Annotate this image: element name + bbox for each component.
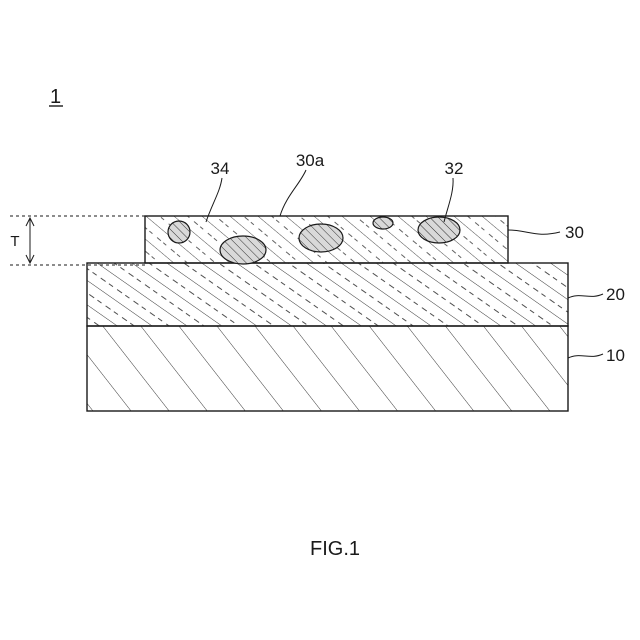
- label-30a: 30a: [296, 151, 325, 170]
- layer-20: [87, 263, 568, 326]
- particle: [418, 217, 460, 243]
- figure-ref-number: 1: [50, 86, 61, 108]
- particle: [220, 236, 266, 264]
- particle: [373, 217, 393, 229]
- leader-10: [568, 354, 603, 358]
- particle: [168, 221, 190, 243]
- leader-20: [568, 294, 603, 298]
- label-30: 30: [565, 223, 584, 242]
- particle: [299, 224, 343, 252]
- layer-10-substrate: [87, 326, 568, 411]
- label-34: 34: [211, 159, 230, 178]
- label-20: 20: [606, 285, 625, 304]
- label-32: 32: [445, 159, 464, 178]
- figure-caption: FIG.1: [310, 538, 360, 560]
- leader-30: [508, 230, 560, 234]
- leader-30a: [280, 170, 306, 216]
- thickness-dimension: T: [10, 216, 145, 265]
- label-10: 10: [606, 346, 625, 365]
- thickness-label: T: [10, 233, 19, 250]
